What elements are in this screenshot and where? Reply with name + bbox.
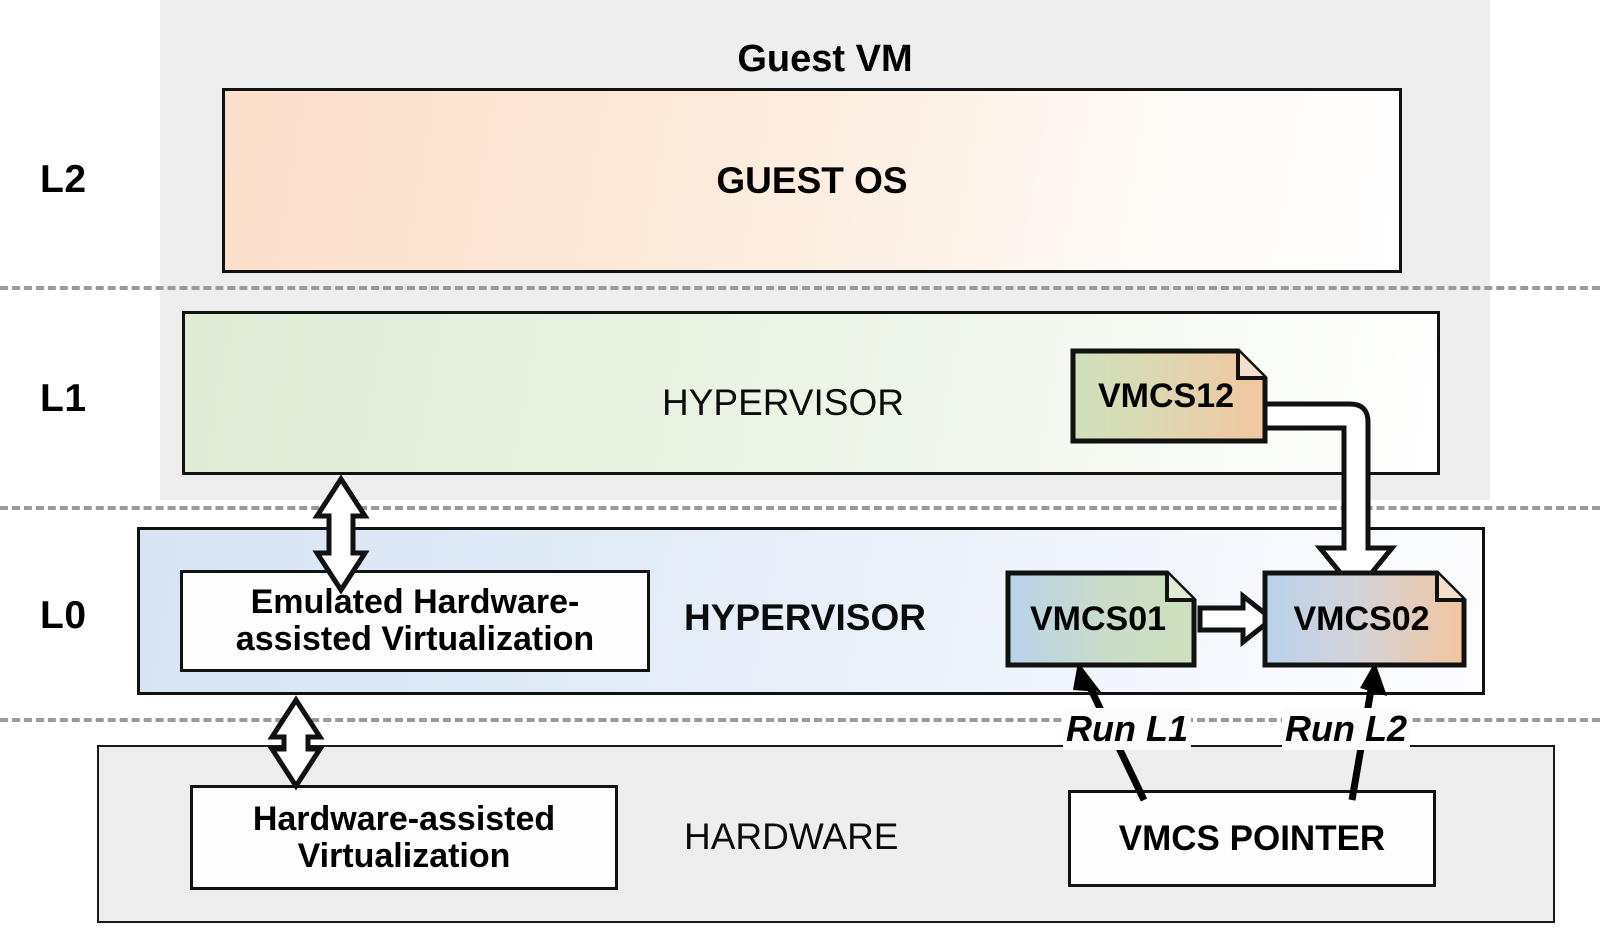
vmcs12-card: VMCS12 [1070, 348, 1268, 444]
vmcs-pointer-box: VMCS POINTER [1068, 790, 1436, 887]
hardware-assisted-virtualization-box: Hardware-assisted Virtualization [190, 785, 618, 890]
level-label-l1: L1 [40, 377, 87, 420]
divider-l0-hardware [0, 718, 1600, 722]
divider-l1-l0 [0, 506, 1600, 510]
emulated-hw-assisted-virtualization-box: Emulated Hardware-assisted Virtualizatio… [180, 570, 650, 672]
guest-os-box: GUEST OS [222, 88, 1402, 273]
run-l2-annotation: Run L2 [1282, 708, 1410, 750]
vmcs02-card: VMCS02 [1262, 570, 1467, 668]
vmcs12-document-icon [1070, 348, 1268, 444]
l1-hypervisor-label: HYPERVISOR [662, 382, 904, 423]
divider-l2-l1 [0, 286, 1600, 290]
run-l1-annotation: Run L1 [1063, 708, 1191, 750]
vmcs01-document-icon [1005, 570, 1197, 668]
guest-os-label: GUEST OS [716, 159, 908, 201]
guest-vm-title: Guest VM [737, 38, 913, 80]
vmcs01-card: VMCS01 [1005, 570, 1197, 668]
level-label-l2: L2 [40, 158, 87, 201]
level-label-l0: L0 [40, 594, 87, 637]
l0-hypervisor-label: HYPERVISOR [684, 597, 926, 638]
vmcs02-document-icon [1262, 570, 1467, 668]
hardware-label: HARDWARE [684, 816, 899, 857]
